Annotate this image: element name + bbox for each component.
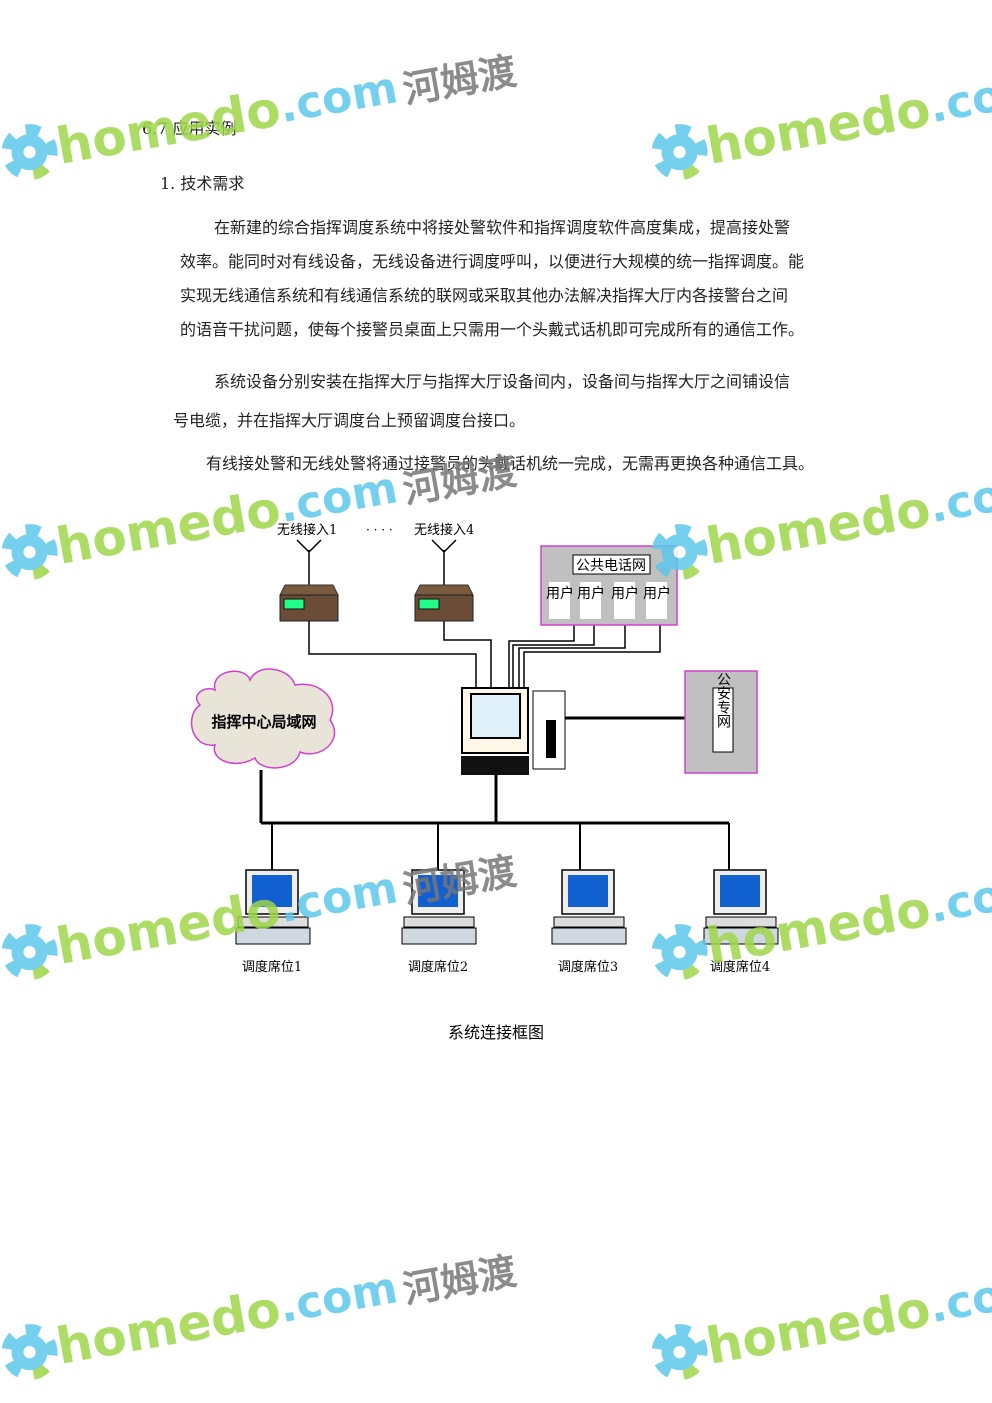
- paragraph-1-line: 实现无线通信系统和有线通信系统的联网或采取其他办法解决指挥大厅内各接警台之间: [180, 286, 789, 305]
- radio-device-1: [279, 584, 339, 622]
- user-label: 用户: [643, 585, 671, 602]
- user-label: 用户: [611, 585, 639, 602]
- workstation-label: 调度席位2: [408, 959, 468, 975]
- wireless-4-label: 无线接入4: [414, 522, 474, 538]
- paragraph-1-line: 的语音干扰问题，使每个接警员桌面上只需用一个头戴式话机即可完成所有的通信工作。: [180, 320, 805, 339]
- workstation-label: 调度席位3: [558, 959, 618, 975]
- lan-cloud: 指挥中心局域网: [190, 668, 336, 769]
- police-network-label: 公安专网: [715, 672, 731, 729]
- pstn-box: 公共电话网 用户 用户 用户 用户: [540, 545, 678, 626]
- diagram-caption: 系统连接框图: [448, 1023, 544, 1042]
- server-computer: [461, 687, 566, 775]
- wireless-1-label: 无线接入1: [277, 522, 337, 538]
- pstn-label: 公共电话网: [576, 558, 646, 574]
- paragraph-2-line: 系统设备分别安装在指挥大厅与指挥大厅设备间内，设备间与指挥大厅之间铺设信: [214, 372, 791, 391]
- radio-device-4: [414, 584, 474, 622]
- section-title: 6.7 应用实例: [142, 119, 237, 138]
- paragraph-1-line: 效率。能同时对有线设备，无线设备进行调度呼叫，以便进行大规模的统一指挥调度。能: [180, 252, 805, 271]
- user-label: 用户: [546, 585, 574, 602]
- lan-label: 指挥中心局域网: [211, 713, 316, 731]
- police-network-box: 公安专网: [684, 670, 758, 774]
- ellipsis: · · · ·: [366, 523, 393, 537]
- paragraph-1-line: 在新建的综合指挥调度系统中将接处警软件和指挥调度软件高度集成，提高接处警: [214, 218, 791, 237]
- workstation-label: 调度席位1: [242, 959, 302, 975]
- user-label: 用户: [577, 585, 605, 602]
- paragraph-3-line: 有线接处警和无线处警将通过接警员的头戴话机统一完成，无需再更换各种通信工具。: [206, 454, 815, 473]
- paragraph-2-line: 号电缆，并在指挥大厅调度台上预留调度台接口。: [173, 411, 526, 430]
- workstation-1: [235, 869, 311, 945]
- subsection-title: 1. 技术需求: [160, 174, 245, 193]
- workstation-2: [401, 869, 477, 945]
- workstation-3: [551, 869, 627, 945]
- workstation-4: [703, 869, 779, 945]
- workstation-label: 调度席位4: [710, 959, 770, 975]
